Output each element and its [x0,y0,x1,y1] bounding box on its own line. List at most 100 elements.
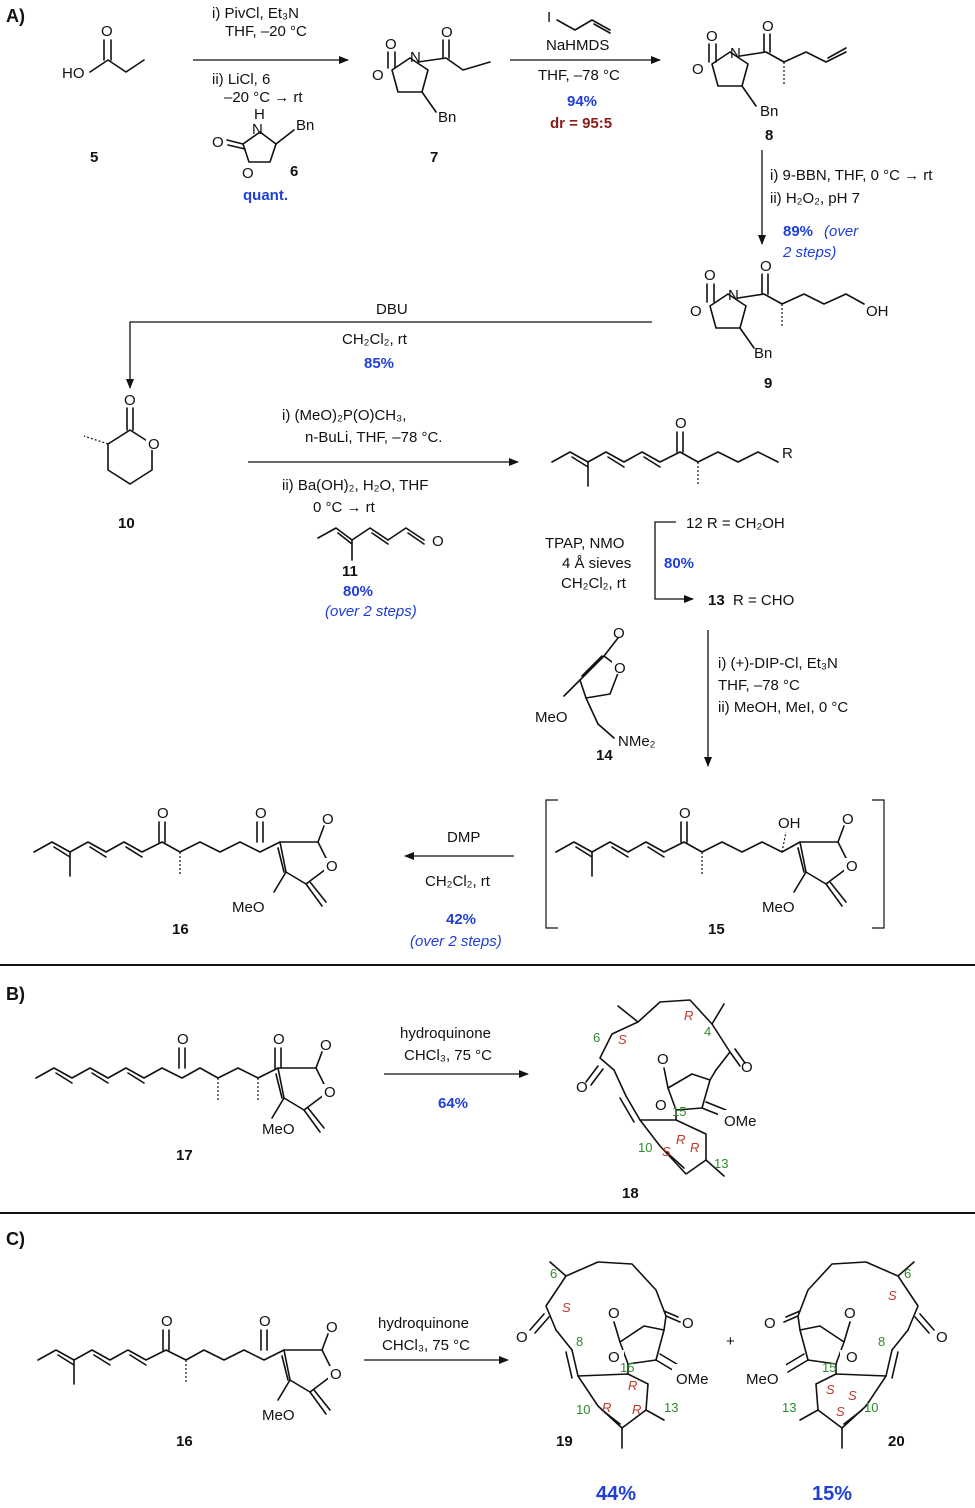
step1-line1: i) PivCl, Et₃N [212,5,299,22]
step4-yield: 85% [364,355,394,372]
svg-text:O: O [441,24,453,41]
bracket-left [545,799,558,929]
svg-text:13: 13 [664,1400,678,1415]
compound-label-6: 6 [290,163,298,180]
svg-text:O: O [330,1366,342,1383]
stepC-yield-19: 44% [596,1483,636,1505]
svg-text:10: 10 [576,1402,590,1417]
step2-dr: dr = 95:5 [550,115,612,132]
svg-text:MeO: MeO [746,1371,779,1388]
svg-text:O: O [372,67,384,84]
compound-label-16-c: 16 [176,1433,193,1450]
svg-text:Bn: Bn [754,345,772,362]
svg-text:S: S [888,1288,897,1303]
compound-label-8: 8 [765,127,773,144]
svg-text:O: O [432,533,444,550]
svg-text:O: O [846,1349,858,1366]
svg-text:8: 8 [576,1334,583,1349]
structure-11: O [317,527,444,561]
step5-yield: 80% [343,583,373,600]
compound-label-10: 10 [118,515,135,532]
section-label-a: A) [6,6,25,26]
svg-text:S: S [618,1032,627,1047]
svg-text:15: 15 [620,1360,634,1375]
arrow-step6 [654,521,694,603]
svg-text:8: 8 [878,1334,885,1349]
svg-text:6: 6 [904,1266,911,1281]
svg-text:N: N [252,121,263,138]
svg-text:O: O [608,1349,620,1366]
svg-text:O: O [255,805,267,822]
structure-7: O N O O Bn [372,24,491,126]
compound-label-7: 7 [430,149,438,166]
step4-line1: DBU [376,301,408,318]
stepB-line2: CHCl₃, 75 °C [404,1047,492,1064]
svg-text:4: 4 [704,1024,711,1039]
step2-line1: NaHMDS [546,37,609,54]
svg-text:O: O [259,1313,271,1330]
atom-ho: HO [62,65,85,82]
allyl-iodide: I [547,9,611,34]
step8-note: (over 2 steps) [410,933,502,950]
step8-yield: 42% [446,911,476,928]
structure-17: O O O O MeO [35,1031,338,1138]
structure-19: O O O O OMe 6 S 8 15 R 10 R R 13 [516,1261,709,1449]
step3-line2: ii) H₂O₂, pH 7 [770,190,860,207]
step6-line2: 4 Å sieves [562,555,631,572]
step4-line2: CH₂Cl₂, rt [342,331,408,348]
structure-20: O O O O MeO 6 S 8 15 S S S 13 10 [746,1261,948,1449]
structure-14: O O MeO NMe₂ [535,625,656,750]
svg-text:13: 13 [782,1400,796,1415]
svg-text:O: O [844,1305,856,1322]
svg-text:O: O [690,303,702,320]
svg-text:O: O [212,134,224,151]
stepB-yield: 64% [438,1095,468,1112]
svg-text:MeO: MeO [262,1407,295,1424]
svg-text:O: O [124,392,136,409]
svg-text:O: O [157,805,169,822]
step5-note: (over 2 steps) [325,603,417,620]
compound-label-19: 19 [556,1433,573,1450]
svg-text:O: O [657,1051,669,1068]
step8-line1: DMP [447,829,480,846]
svg-text:O: O [177,1031,189,1048]
svg-text:Bn: Bn [760,103,778,120]
structure-10: O O [83,392,162,485]
structure-6: O N H O Bn [212,106,314,182]
compound-label-20: 20 [888,1433,905,1450]
step5-line4: 0 °C → rt [313,499,376,516]
structure-18: O O O O OMe 6 S R 4 15 R 10 S R 13 [576,999,757,1177]
svg-text:R: R [782,445,793,462]
svg-text:Bn: Bn [438,109,456,126]
svg-text:O: O [322,811,334,828]
svg-text:R: R [684,1008,693,1023]
svg-text:O: O [613,625,625,642]
step6-line3: CH₂Cl₂, rt [561,575,627,592]
svg-text:S: S [562,1300,571,1315]
step2-yield: 94% [567,93,597,110]
svg-text:O: O [614,660,626,677]
compound-label-16-a: 16 [172,921,189,938]
section-label-c: C) [6,1229,25,1249]
compound-label-18: 18 [622,1185,639,1202]
step2-line2: THF, –78 °C [538,67,620,84]
svg-text:O: O [320,1037,332,1054]
structure-15: O OH O O MeO [555,805,860,916]
svg-text:R: R [676,1132,685,1147]
svg-text:O: O [706,28,718,45]
svg-text:S: S [826,1382,835,1397]
structure-16-c: O O O O MeO [37,1313,344,1424]
step3-line1: i) 9-BBN, THF, 0 °C → rt [770,167,933,184]
svg-text:NMe₂: NMe₂ [618,733,656,750]
step3-note1: (over [824,223,859,240]
svg-text:O: O [148,436,160,453]
svg-text:R: R [690,1140,699,1155]
atom-o: O [101,23,113,40]
svg-text:MeO: MeO [762,899,795,916]
svg-text:O: O [842,811,854,828]
svg-text:15: 15 [822,1360,836,1375]
svg-text:S: S [836,1404,845,1419]
compound-label-13: 13 [708,592,725,609]
structure-5: O HO [62,23,145,82]
structure-12: O R [551,415,793,487]
